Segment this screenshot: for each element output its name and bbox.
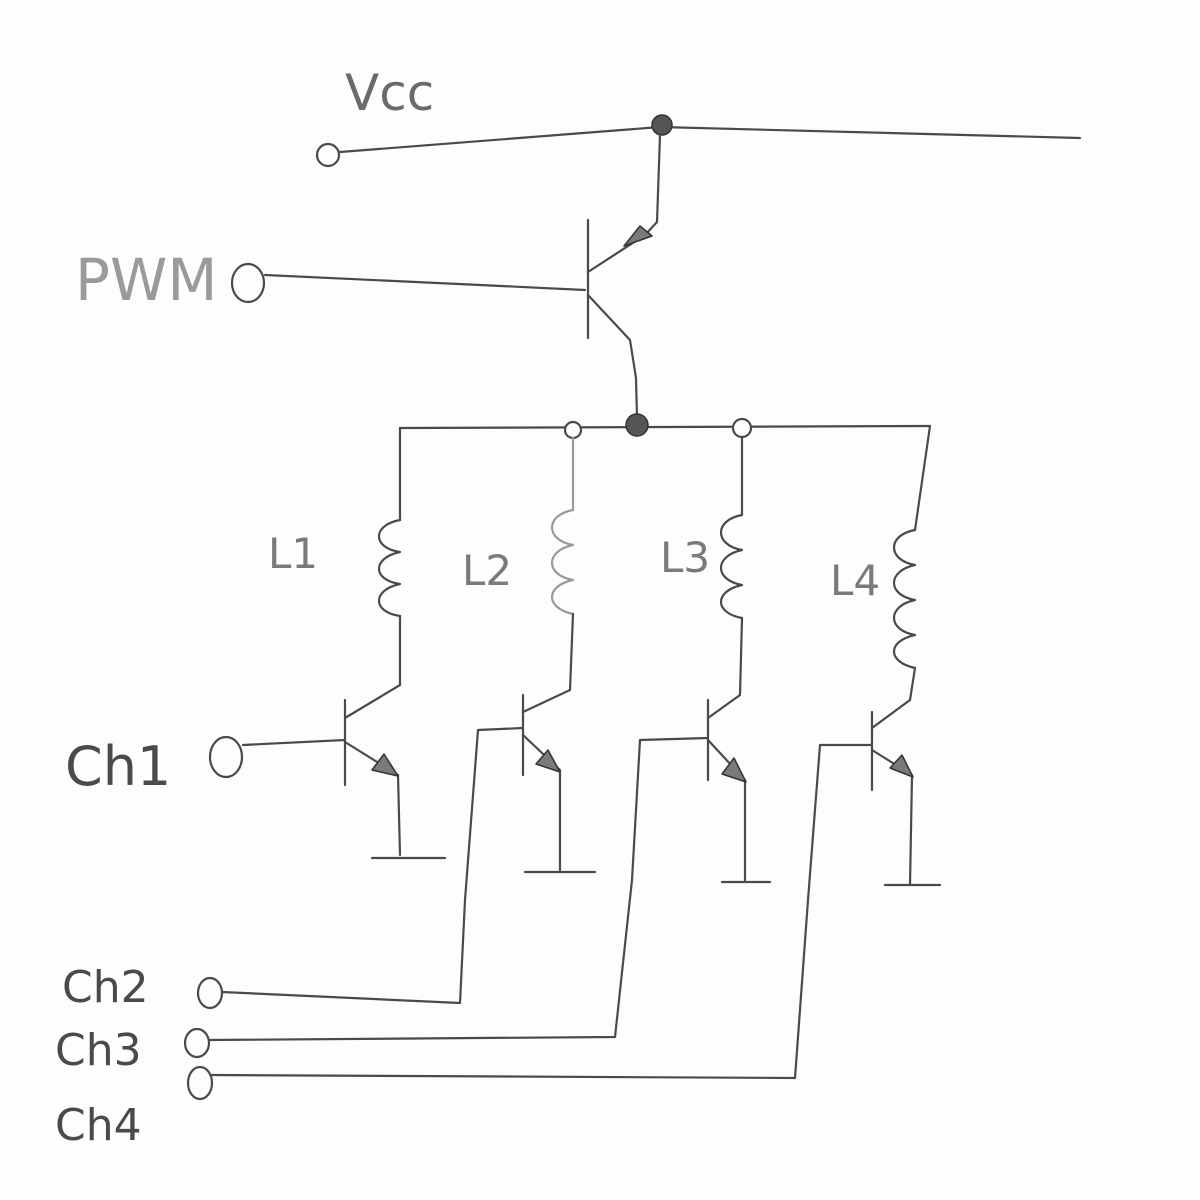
q3-emitter <box>706 738 747 882</box>
q4-collector <box>870 698 912 730</box>
l4-coil <box>892 528 917 670</box>
q2-collector <box>521 688 572 714</box>
vcc-terminal <box>315 142 341 168</box>
q3-emitter-arrow <box>721 757 747 783</box>
ch2-wire <box>220 726 525 1005</box>
l4-top-wire <box>913 424 932 532</box>
l4-label: L4 <box>830 556 880 605</box>
l2-coil <box>550 508 575 616</box>
ch1-wire <box>241 738 347 747</box>
vcc-label: Vcc <box>345 64 434 122</box>
pwm-terminal <box>230 262 266 304</box>
l2-bottom-wire <box>568 612 575 692</box>
q1-emitter <box>343 740 402 857</box>
ch4-wire <box>210 743 874 1080</box>
ch2-terminal <box>196 976 224 1010</box>
pwm-transistor-emitter <box>586 133 662 274</box>
l1-coil <box>378 518 402 618</box>
pwm-base-wire <box>263 273 587 292</box>
bus-node-l3 <box>731 417 753 439</box>
ch1-terminal <box>208 735 244 779</box>
pwm-transistor-collector <box>586 293 639 420</box>
q2-emitter <box>521 733 562 872</box>
ch3-wire <box>207 736 710 1042</box>
bus-node-l2 <box>563 420 583 440</box>
pwm-emitter-arrow <box>623 225 653 247</box>
coil-bus <box>398 424 932 430</box>
q4-emitter-arrow <box>889 754 914 778</box>
q3-collector <box>706 693 742 720</box>
pwm-label: PWM <box>75 246 217 314</box>
vcc-junction <box>651 114 673 136</box>
l2-label: L2 <box>462 546 512 595</box>
bus-junction <box>625 413 649 437</box>
l3-label: L3 <box>660 533 710 582</box>
ch4-label: Ch4 <box>55 1100 142 1151</box>
q1-collector <box>343 683 402 720</box>
ch3-label: Ch3 <box>55 1025 142 1076</box>
vcc-rail <box>338 125 1082 154</box>
q1-emitter-arrow <box>371 753 399 777</box>
ch2-label: Ch2 <box>62 962 149 1013</box>
ch4-terminal <box>186 1065 214 1101</box>
ch1-label: Ch1 <box>65 735 171 798</box>
l3-bottom-wire <box>738 616 744 697</box>
l3-coil <box>719 513 744 620</box>
ch3-terminal <box>183 1027 211 1059</box>
l1-label: L1 <box>268 529 318 578</box>
l4-bottom-wire <box>908 666 917 702</box>
q2-emitter-arrow <box>535 749 561 773</box>
